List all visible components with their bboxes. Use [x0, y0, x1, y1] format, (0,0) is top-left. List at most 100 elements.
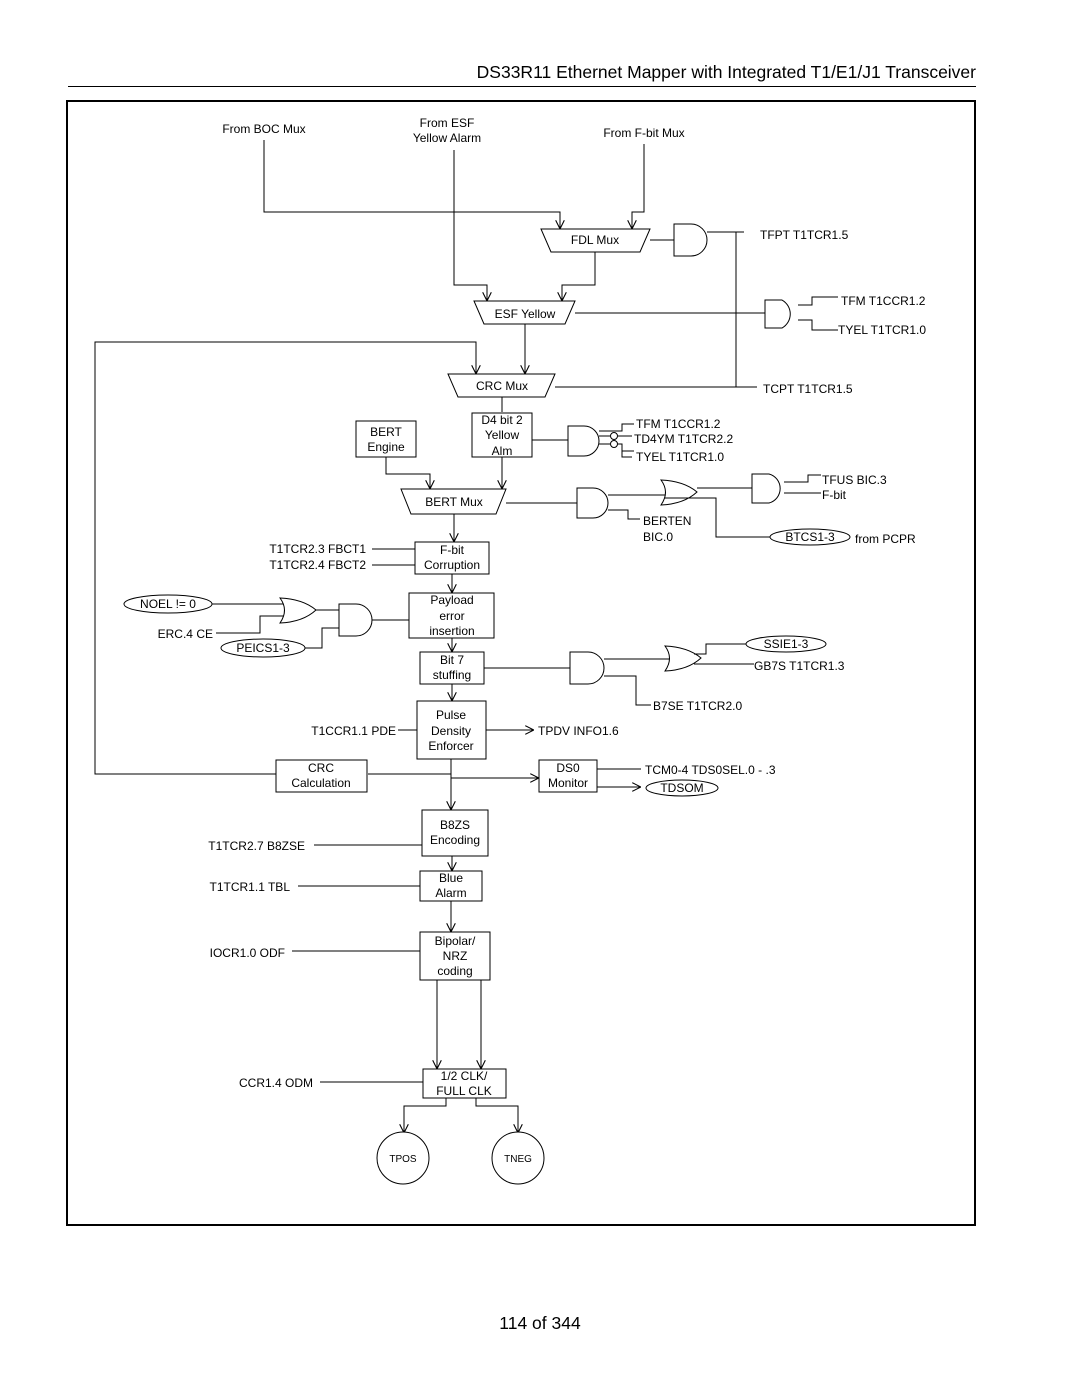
signal-pde: T1CCR1.1 PDE — [311, 724, 396, 738]
signal-erc: ERC.4 CE — [158, 627, 213, 641]
signal-fbit: F-bit — [822, 488, 847, 502]
signal-noel: NOEL != 0 — [140, 597, 196, 611]
signal-tyel-d4: TYEL T1TCR1.0 — [636, 450, 724, 464]
signal-fbct2: T1TCR2.4 FBCT2 — [269, 558, 366, 572]
wire-crc-feedback — [94, 341, 476, 775]
d4-yellow-line1: D4 bit 2 — [481, 413, 523, 427]
bit7-stuffing-line1: Bit 7 — [440, 653, 464, 667]
ds0-monitor-line1: DS0 — [556, 761, 580, 775]
esf-yellow-label: ESF Yellow — [495, 307, 556, 321]
ds0-monitor-block — [538, 759, 598, 793]
wire-esf-to-esfyellow — [453, 150, 487, 300]
tpos-pin — [376, 1131, 430, 1185]
and-gate-d4 — [567, 425, 600, 457]
signal-tfm-d4: TFM T1CCR1.2 — [636, 417, 721, 431]
page-header-title: DS33R11 Ethernet Mapper with Integrated … — [476, 62, 976, 82]
inverter-bubble-1 — [610, 432, 618, 440]
signal-tdsom: TDSOM — [660, 781, 703, 795]
or-gate-bert — [659, 479, 698, 506]
b8zs-encoding-line2: Encoding — [430, 833, 480, 847]
signal-tcm: TCM0-4 TDS0SEL.0 - .3 — [645, 763, 776, 777]
pulse-density-block — [416, 700, 487, 760]
tneg-label: TNEG — [504, 1154, 532, 1165]
signal-tyel-top: TYEL T1TCR1.0 — [838, 323, 926, 337]
signal-tbl: T1TCR1.1 TBL — [210, 880, 291, 894]
signal-tdsom-oval — [645, 779, 719, 797]
signal-btcs-oval — [769, 528, 851, 546]
and-gate-bert — [576, 487, 609, 519]
clk-select-line1: 1/2 CLK/ — [441, 1069, 488, 1083]
pulse-density-line1: Pulse — [436, 708, 466, 722]
fdl-mux-label: FDL Mux — [571, 233, 619, 247]
esf-yellow-block — [473, 300, 576, 325]
wire-fdl-to-esfyellow — [562, 252, 596, 300]
signal-ssie: SSIE1-3 — [764, 637, 809, 651]
signal-tfpt: TFPT T1TCR1.5 — [760, 228, 849, 242]
inverter-bubble-2 — [610, 440, 618, 448]
signal-b7se: B7SE T1TCR2.0 — [653, 699, 742, 713]
tneg-pin — [491, 1131, 545, 1185]
clk-select-block — [422, 1068, 507, 1099]
pulse-density-line2: Density — [431, 724, 471, 738]
fbit-corruption-line1: F-bit — [440, 543, 465, 557]
page-number: 114 of 344 — [499, 1313, 581, 1333]
signal-odm: CCR1.4 ODM — [239, 1076, 313, 1090]
signal-ssie-oval — [745, 635, 827, 653]
signal-odf: IOCR1.0 ODF — [210, 946, 285, 960]
signal-gb7s: GB7S T1TCR1.3 — [754, 659, 845, 673]
payload-error-line3: insertion — [429, 624, 474, 638]
bipolar-nrz-line2: NRZ — [443, 949, 468, 963]
signal-tfm-top: TFM T1CCR1.2 — [841, 294, 926, 308]
input-from-esf-line2: Yellow Alarm — [413, 131, 481, 145]
signal-berten-line1: BERTEN — [643, 514, 691, 528]
bit7-stuffing-line2: stuffing — [433, 668, 471, 682]
and-gate-tfus — [751, 473, 781, 504]
input-from-fbit-mux: From F-bit Mux — [603, 126, 684, 140]
wire-clk-to-tneg — [475, 1098, 518, 1132]
d4-yellow-line3: Alm — [492, 444, 513, 458]
clk-select-line2: FULL CLK — [436, 1084, 492, 1098]
bipolar-nrz-block — [419, 931, 491, 981]
wire-clk-to-tpos — [404, 1098, 447, 1132]
tpos-label: TPOS — [389, 1154, 417, 1165]
or-gate-payload — [278, 597, 317, 624]
signal-tfus: TFUS BIC.3 — [822, 473, 887, 487]
crc-calculation-line2: Calculation — [291, 776, 350, 790]
bert-engine-line1: BERT — [370, 425, 402, 439]
fdl-mux-block — [540, 228, 651, 253]
crc-mux-label: CRC Mux — [476, 379, 528, 393]
signal-td4ym: TD4YM T1TCR2.2 — [634, 432, 733, 446]
and-gate-tfm-tyel — [764, 299, 791, 329]
signal-fbct1: T1TCR2.3 FBCT1 — [269, 542, 366, 556]
blue-alarm-line2: Alarm — [435, 886, 466, 900]
signal-from-pcpr: from PCPR — [855, 532, 916, 546]
bert-mux-block — [400, 488, 507, 515]
signal-b8zse: T1TCR2.7 B8ZSE — [208, 839, 305, 853]
fbit-corruption-line2: Corruption — [424, 558, 480, 572]
payload-error-line2: error — [439, 609, 464, 623]
b8zs-encoding-line1: B8ZS — [440, 818, 470, 832]
signal-berten-line2: BIC.0 — [643, 530, 673, 544]
and-gate-payload — [338, 603, 373, 637]
crc-mux-block — [447, 373, 556, 398]
signal-tcpt: TCPT T1TCR1.5 — [763, 382, 853, 396]
fbit-corruption-block — [414, 541, 490, 575]
header-rule — [68, 86, 976, 87]
wire-bertengine-to-bertmux — [385, 457, 430, 488]
bipolar-nrz-line3: coding — [437, 964, 472, 978]
d4-yellow-line2: Yellow — [485, 428, 520, 442]
wire-fbit-to-fdl — [632, 144, 645, 228]
crc-calculation-line1: CRC — [308, 761, 334, 775]
input-from-boc-mux: From BOC Mux — [222, 122, 305, 136]
wire-boc-to-fdl — [263, 140, 560, 228]
signal-btcs: BTCS1-3 — [785, 530, 835, 544]
payload-error-block — [408, 592, 495, 639]
signal-peics-oval — [220, 638, 306, 658]
signal-tpdv: TPDV INFO1.6 — [538, 724, 619, 738]
or-gate-bit7 — [663, 645, 702, 672]
payload-error-line1: Payload — [430, 593, 473, 607]
input-from-esf-line1: From ESF — [420, 116, 475, 130]
signal-peics: PEICS1-3 — [236, 641, 290, 655]
and-gate-tfpt — [673, 223, 708, 257]
